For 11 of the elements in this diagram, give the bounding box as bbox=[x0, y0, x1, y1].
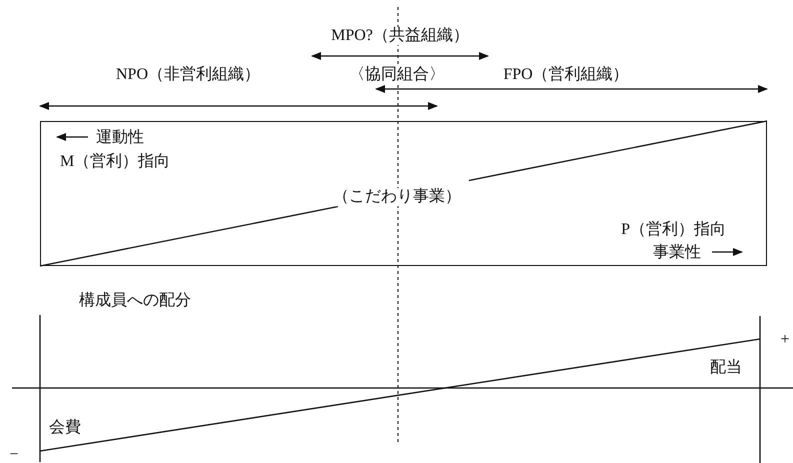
plus-sign: + bbox=[780, 331, 790, 349]
box-label: P（営利）指向 bbox=[621, 221, 726, 239]
chart-title: 構成員への配分 bbox=[79, 292, 191, 310]
value-label: 会費 bbox=[49, 419, 81, 437]
value-label: 配当 bbox=[710, 359, 742, 377]
minus-sign: − bbox=[9, 446, 19, 463]
range-label: NPO（非営利組織） bbox=[116, 66, 260, 84]
range-label: FPO（営利組織） bbox=[503, 66, 629, 84]
box-label: 事業性 bbox=[653, 244, 701, 262]
box-label: M（営利）指向 bbox=[60, 153, 170, 171]
box-label: 運動性 bbox=[96, 129, 144, 147]
